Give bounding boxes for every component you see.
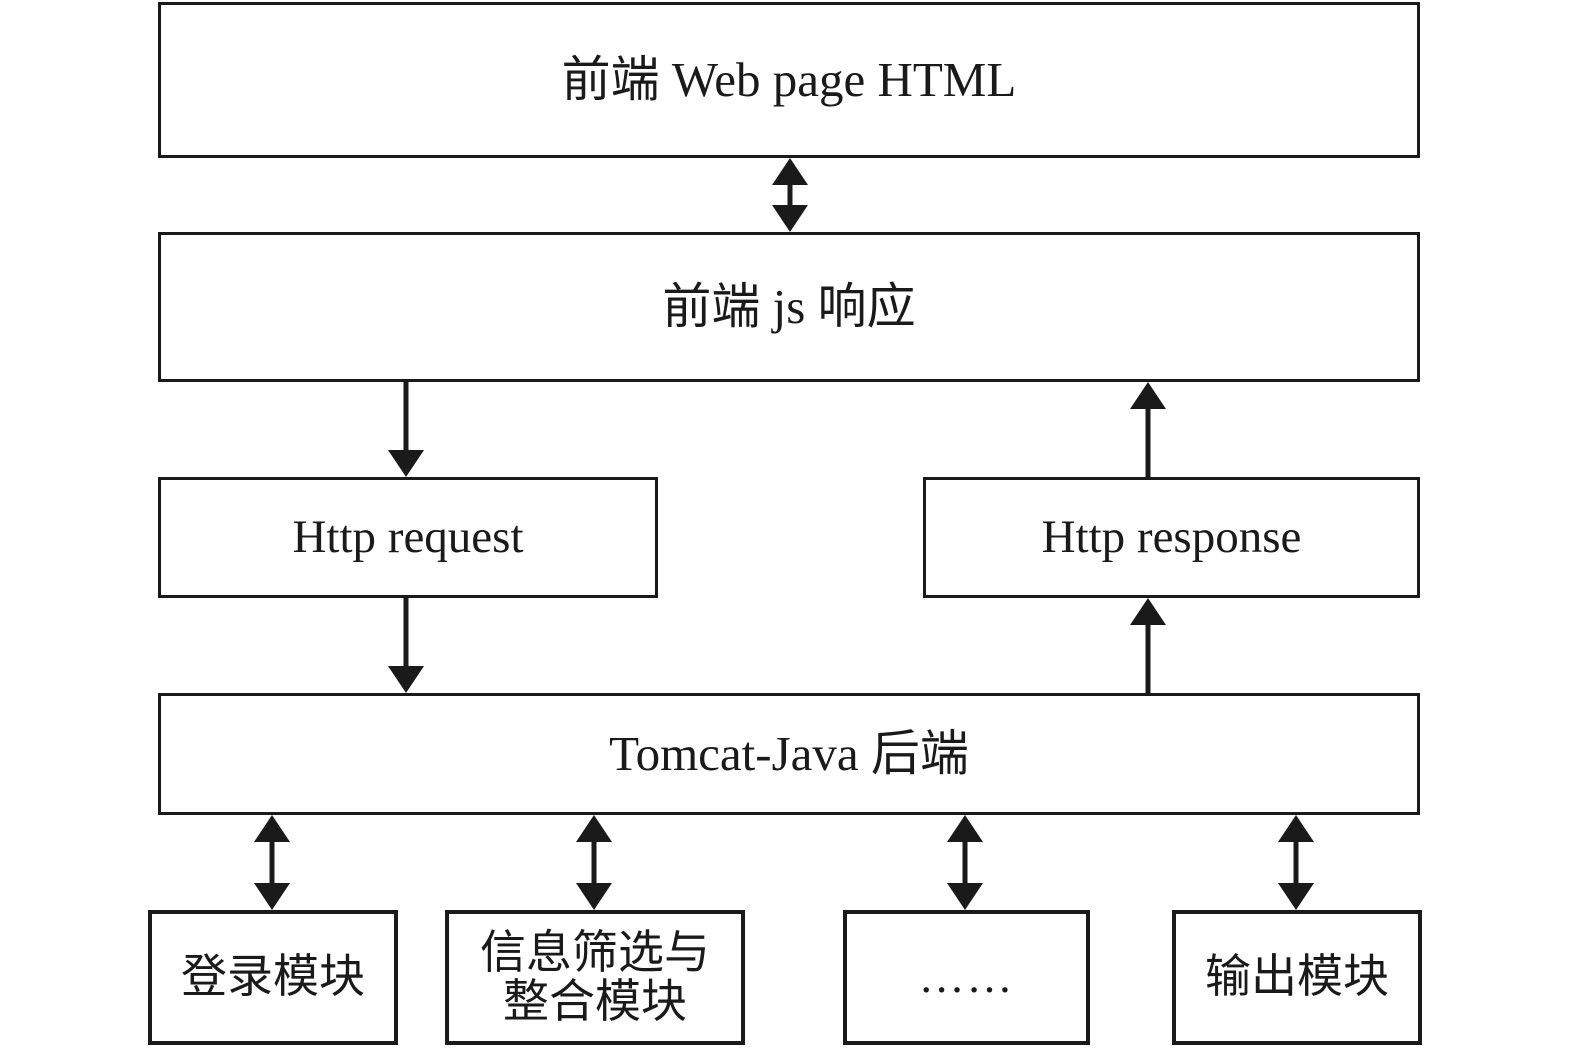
connector-backend-to-http-response <box>1128 598 1168 693</box>
node-http-request: Http request <box>158 477 658 598</box>
connector-shaft <box>962 840 968 885</box>
node-module-login: 登录模块 <box>148 910 398 1045</box>
node-backend: Tomcat-Java 后端 <box>158 693 1420 815</box>
connector-backend-to-module-4 <box>1276 815 1316 910</box>
node-http-request-label: Http request <box>292 510 524 563</box>
arrowhead-down-icon <box>254 883 290 910</box>
node-frontend-js: 前端 js 响应 <box>158 232 1420 382</box>
connector-shaft <box>591 840 597 885</box>
node-frontend-html: 前端 Web page HTML <box>158 2 1420 158</box>
arrowhead-up-icon <box>576 815 612 842</box>
arrowhead-up-icon <box>1130 382 1166 409</box>
arrowhead-up-icon <box>1278 815 1314 842</box>
arrowhead-up-icon <box>772 158 808 185</box>
connector-shaft <box>787 182 793 208</box>
connector-http-response-to-js <box>1128 382 1168 477</box>
node-frontend-js-label: 前端 js 响应 <box>662 279 916 335</box>
arrowhead-down-icon <box>388 666 424 693</box>
node-module-login-label: 登录模块 <box>181 951 365 1003</box>
node-backend-label: Tomcat-Java 后端 <box>609 726 969 782</box>
arrowhead-down-icon <box>1278 883 1314 910</box>
connector-backend-to-module-3 <box>945 815 985 910</box>
connector-shaft <box>403 382 409 452</box>
connector-shaft <box>269 840 275 885</box>
arrowhead-up-icon <box>947 815 983 842</box>
node-module-output-label: 输出模块 <box>1205 951 1389 1003</box>
node-module-ellipsis-label: …… <box>918 951 1015 1003</box>
connector-shaft <box>1145 407 1151 477</box>
connector-html-to-js <box>770 158 810 232</box>
node-http-response: Http response <box>923 477 1420 598</box>
arrowhead-down-icon <box>388 450 424 477</box>
connector-shaft <box>403 598 409 668</box>
node-module-output: 输出模块 <box>1172 910 1422 1045</box>
connector-backend-to-module-1 <box>252 815 292 910</box>
connector-shaft <box>1293 840 1299 885</box>
connector-shaft <box>1145 623 1151 693</box>
node-http-response-label: Http response <box>1041 510 1302 563</box>
node-module-filter-integrate-label: 信息筛选与 整合模块 <box>480 926 710 1027</box>
connector-js-to-http-request <box>386 382 426 477</box>
arrowhead-down-icon <box>576 883 612 910</box>
connector-http-request-to-backend <box>386 598 426 693</box>
arrowhead-down-icon <box>772 205 808 232</box>
node-module-ellipsis: …… <box>843 910 1090 1045</box>
node-frontend-html-label: 前端 Web page HTML <box>561 52 1017 108</box>
arrowhead-up-icon <box>1130 598 1166 625</box>
node-module-filter-integrate: 信息筛选与 整合模块 <box>445 910 745 1045</box>
arrowhead-up-icon <box>254 815 290 842</box>
arrowhead-down-icon <box>947 883 983 910</box>
connector-backend-to-module-2 <box>574 815 614 910</box>
